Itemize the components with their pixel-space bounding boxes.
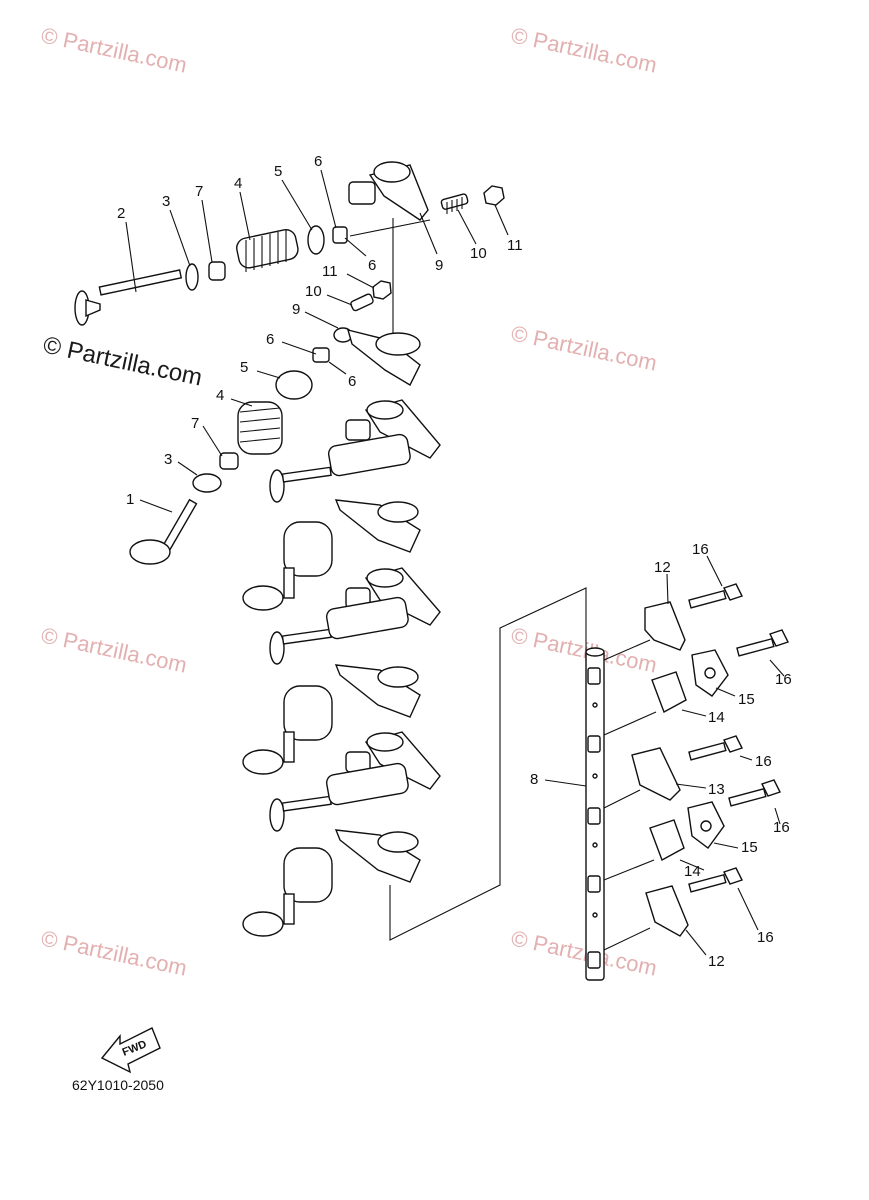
fwd-arrow: FWD — [100, 1027, 161, 1074]
watermark: © Partzilla.com — [509, 925, 659, 980]
callout-16: 16 — [755, 753, 772, 770]
shaft-holder-15-bottom — [687, 801, 725, 849]
valve-stem-seal-7-mid — [219, 452, 239, 470]
valve-seal-3-mid — [192, 473, 222, 493]
rocker-stack-5 — [345, 731, 441, 790]
watermark: © Partzilla.com — [509, 22, 659, 77]
callout-6: 6 — [348, 373, 356, 390]
watermark: © Partzilla.com — [39, 622, 189, 677]
bolt-16-b — [736, 629, 789, 657]
callout-7: 7 — [191, 415, 199, 432]
callout-7: 7 — [195, 183, 203, 200]
callout-16: 16 — [773, 819, 790, 836]
bolt-16-c — [688, 735, 743, 761]
rocker-stack-3 — [345, 567, 441, 626]
valve-stack-3 — [269, 596, 409, 665]
callout-4: 4 — [234, 175, 242, 192]
valve-stack-1 — [269, 433, 411, 503]
center-watermark: © Partzilla.com — [41, 331, 205, 391]
callout-labels: 2 3 7 4 5 6 6 9 10 11 11 10 9 6 6 5 4 7 … — [117, 153, 792, 970]
shaft-clip-14-top — [603, 671, 687, 736]
rocker-shaft-8 — [585, 647, 605, 981]
bolt-16-d — [728, 779, 781, 807]
rocker-stack-4 — [334, 664, 421, 718]
spring-retainer-5-mid — [275, 370, 313, 400]
callout-10: 10 — [470, 245, 487, 262]
valve-spring-4-mid — [237, 401, 283, 455]
callout-3: 3 — [162, 193, 170, 210]
spring-retainer-5 — [307, 225, 325, 255]
rocker-stack-6 — [334, 829, 421, 883]
watermark: © Partzilla.com — [509, 320, 659, 375]
shaft-clip-14-bottom — [603, 819, 685, 881]
valve-seal-3 — [185, 263, 199, 291]
valve-1 — [129, 498, 198, 565]
shaft-holder-15-top — [691, 649, 729, 697]
callout-16: 16 — [775, 671, 792, 688]
callout-14: 14 — [684, 863, 701, 880]
valve-stack-2 — [242, 521, 333, 611]
callout-5: 5 — [274, 163, 282, 180]
valve-cotter-6 — [332, 226, 348, 244]
shaft-bracket-12-bottom — [603, 885, 689, 951]
valve-stem-seal-7 — [208, 261, 226, 281]
valve-stack-4 — [242, 685, 333, 775]
lower-valve-assembly — [129, 280, 421, 565]
adjusting-screw-10-mid — [350, 293, 374, 312]
callout-11: 11 — [322, 263, 338, 280]
callout-15: 15 — [738, 691, 755, 708]
callout-12: 12 — [654, 559, 671, 576]
adjusting-screw-10-top — [440, 193, 469, 214]
guide-frame — [389, 587, 587, 941]
rocker-arm-9-mid — [333, 327, 421, 386]
upper-valve-assembly — [74, 161, 505, 350]
callout-6: 6 — [368, 257, 376, 274]
callout-8: 8 — [530, 771, 538, 788]
watermark: © Partzilla.com — [39, 22, 189, 77]
rocker-arm-9-top — [348, 161, 429, 221]
callout-10: 10 — [305, 283, 322, 300]
nut-11-mid — [372, 280, 392, 300]
callout-14: 14 — [708, 709, 725, 726]
callout-9: 9 — [292, 301, 300, 318]
rocker-stack-1 — [345, 399, 441, 459]
valve-stack-6 — [242, 847, 333, 937]
valve-spring-4 — [236, 229, 299, 272]
callout-6: 6 — [314, 153, 322, 170]
leader-lines — [125, 169, 785, 956]
watermark: © Partzilla.com — [509, 622, 659, 677]
callout-12: 12 — [708, 953, 725, 970]
callout-1: 1 — [126, 491, 134, 508]
bolt-16-e — [688, 867, 743, 893]
shaft-bracket-12-top — [603, 601, 686, 661]
callout-2: 2 — [117, 205, 125, 222]
valve-2 — [74, 269, 183, 326]
callout-4: 4 — [216, 387, 224, 404]
shaft-bracket-13 — [603, 747, 681, 809]
bolt-16-a — [688, 583, 743, 609]
diagram-code: 62Y1010-2050 — [72, 1077, 164, 1093]
callout-9: 9 — [435, 257, 443, 274]
callout-13: 13 — [708, 781, 725, 798]
nut-11-top — [483, 185, 505, 206]
rocker-stack-2 — [334, 499, 421, 553]
valve-stack-5 — [269, 762, 409, 832]
callout-16: 16 — [692, 541, 709, 558]
callout-5: 5 — [240, 359, 248, 376]
callout-16: 16 — [757, 929, 774, 946]
callout-11: 11 — [507, 237, 523, 254]
callout-3: 3 — [164, 451, 172, 468]
callout-6: 6 — [266, 331, 274, 348]
callout-15: 15 — [741, 839, 758, 856]
assembled-valve-stack — [242, 399, 441, 937]
watermark: © Partzilla.com — [39, 925, 189, 980]
valve-cotter-6-mid — [312, 347, 330, 363]
